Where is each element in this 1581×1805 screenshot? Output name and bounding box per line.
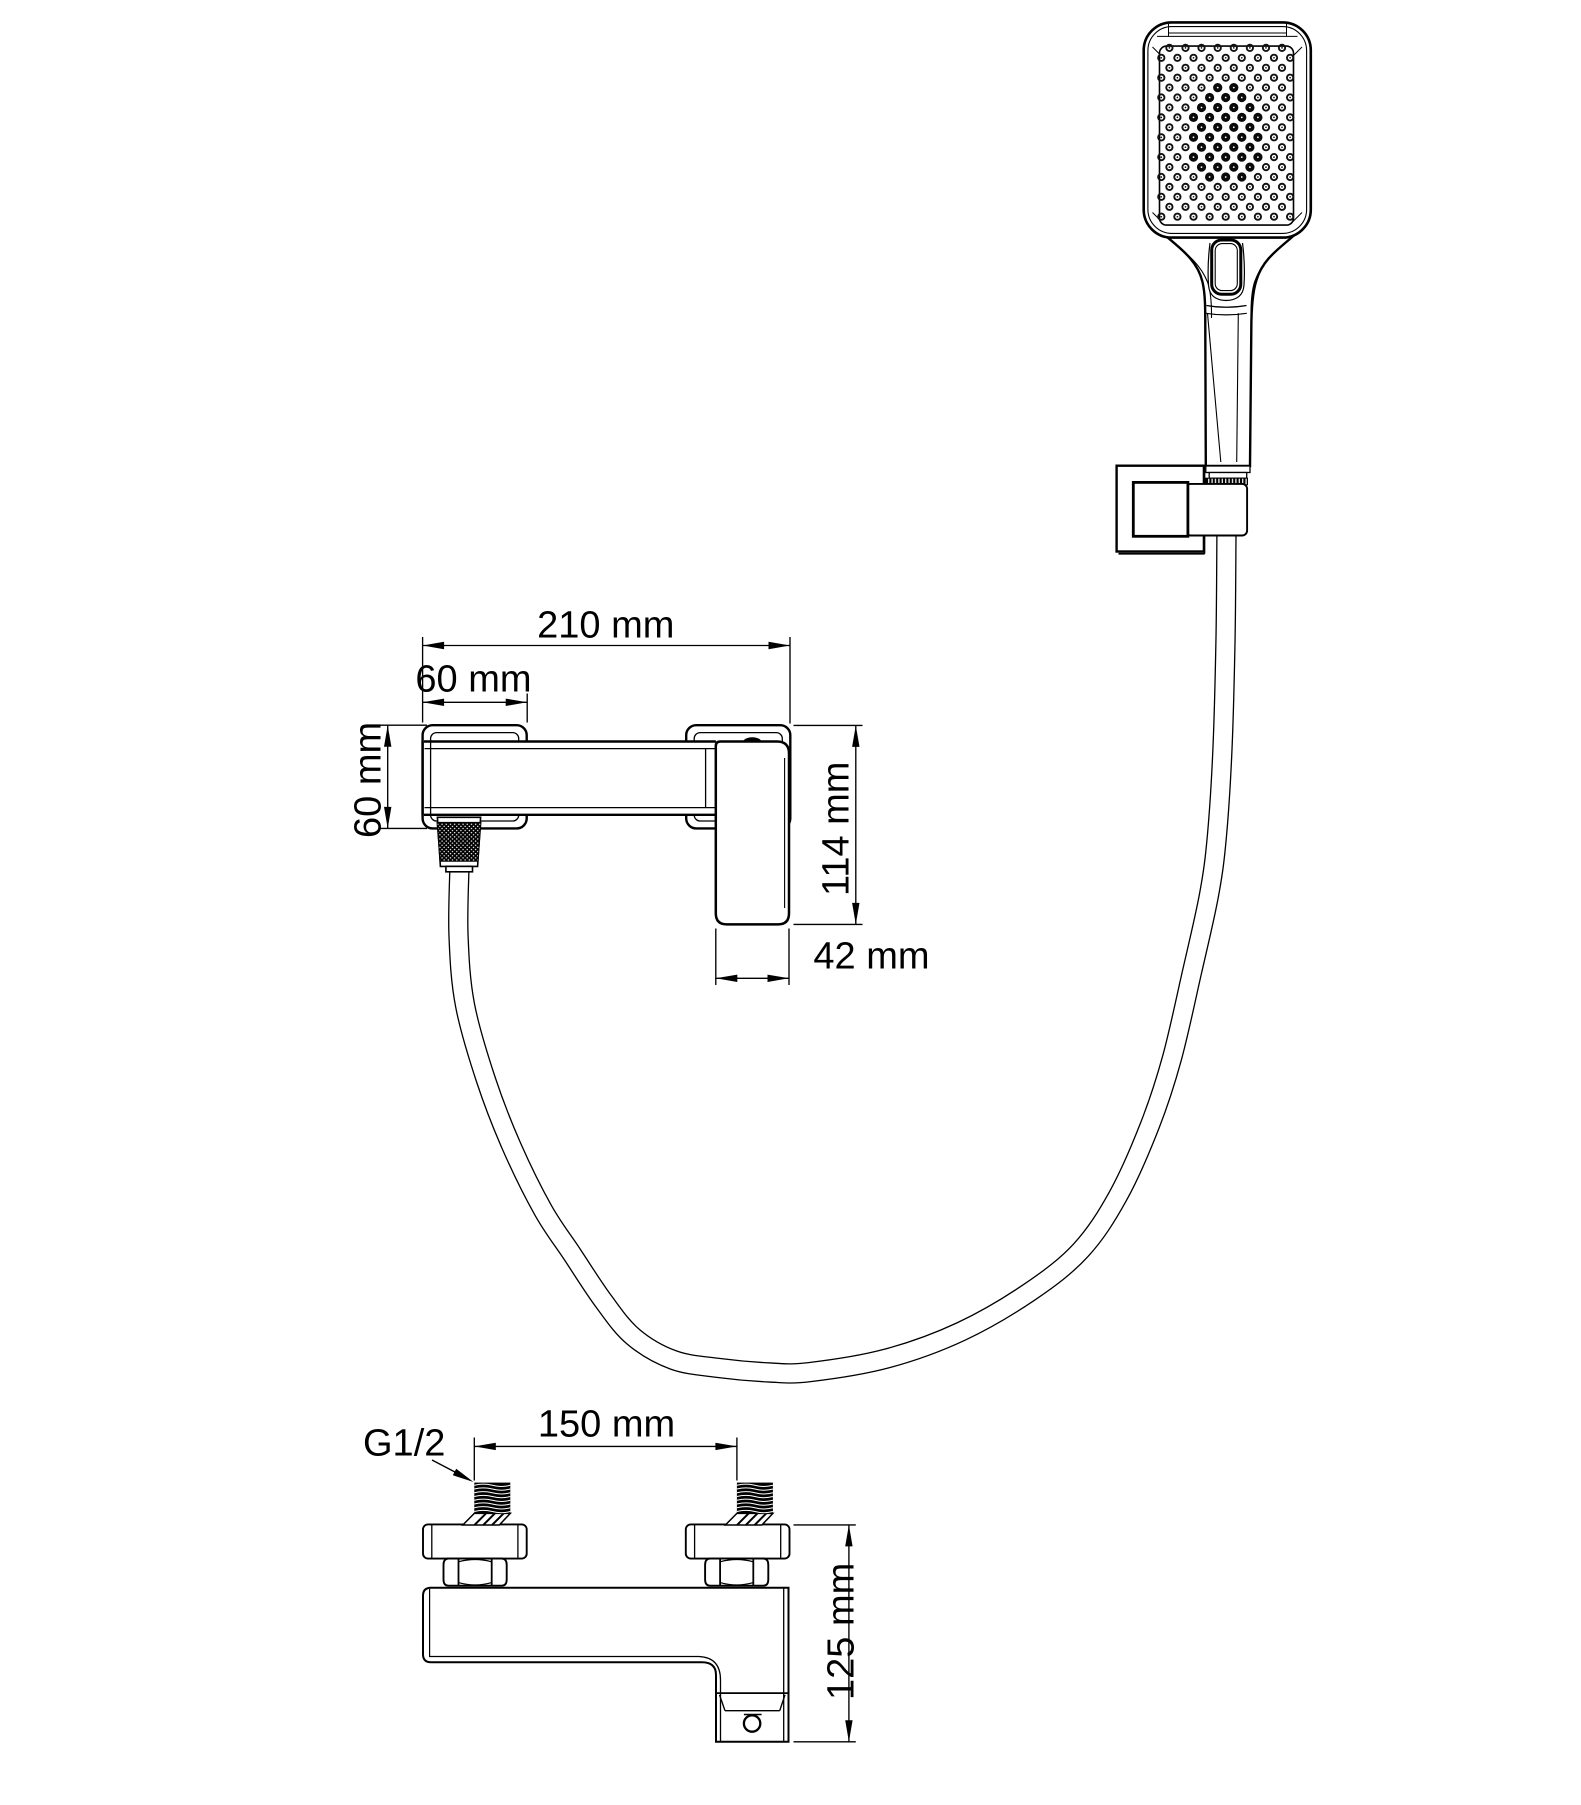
svg-text:150 mm: 150 mm [538,1404,675,1446]
svg-text:60 mm: 60 mm [348,722,390,838]
svg-text:210 mm: 210 mm [537,605,674,647]
svg-text:42 mm: 42 mm [813,936,929,978]
svg-text:G1/2: G1/2 [363,1423,445,1465]
svg-text:114 mm: 114 mm [816,762,858,896]
svg-text:125 mm: 125 mm [821,1563,863,1700]
svg-text:60 mm: 60 mm [415,659,531,701]
